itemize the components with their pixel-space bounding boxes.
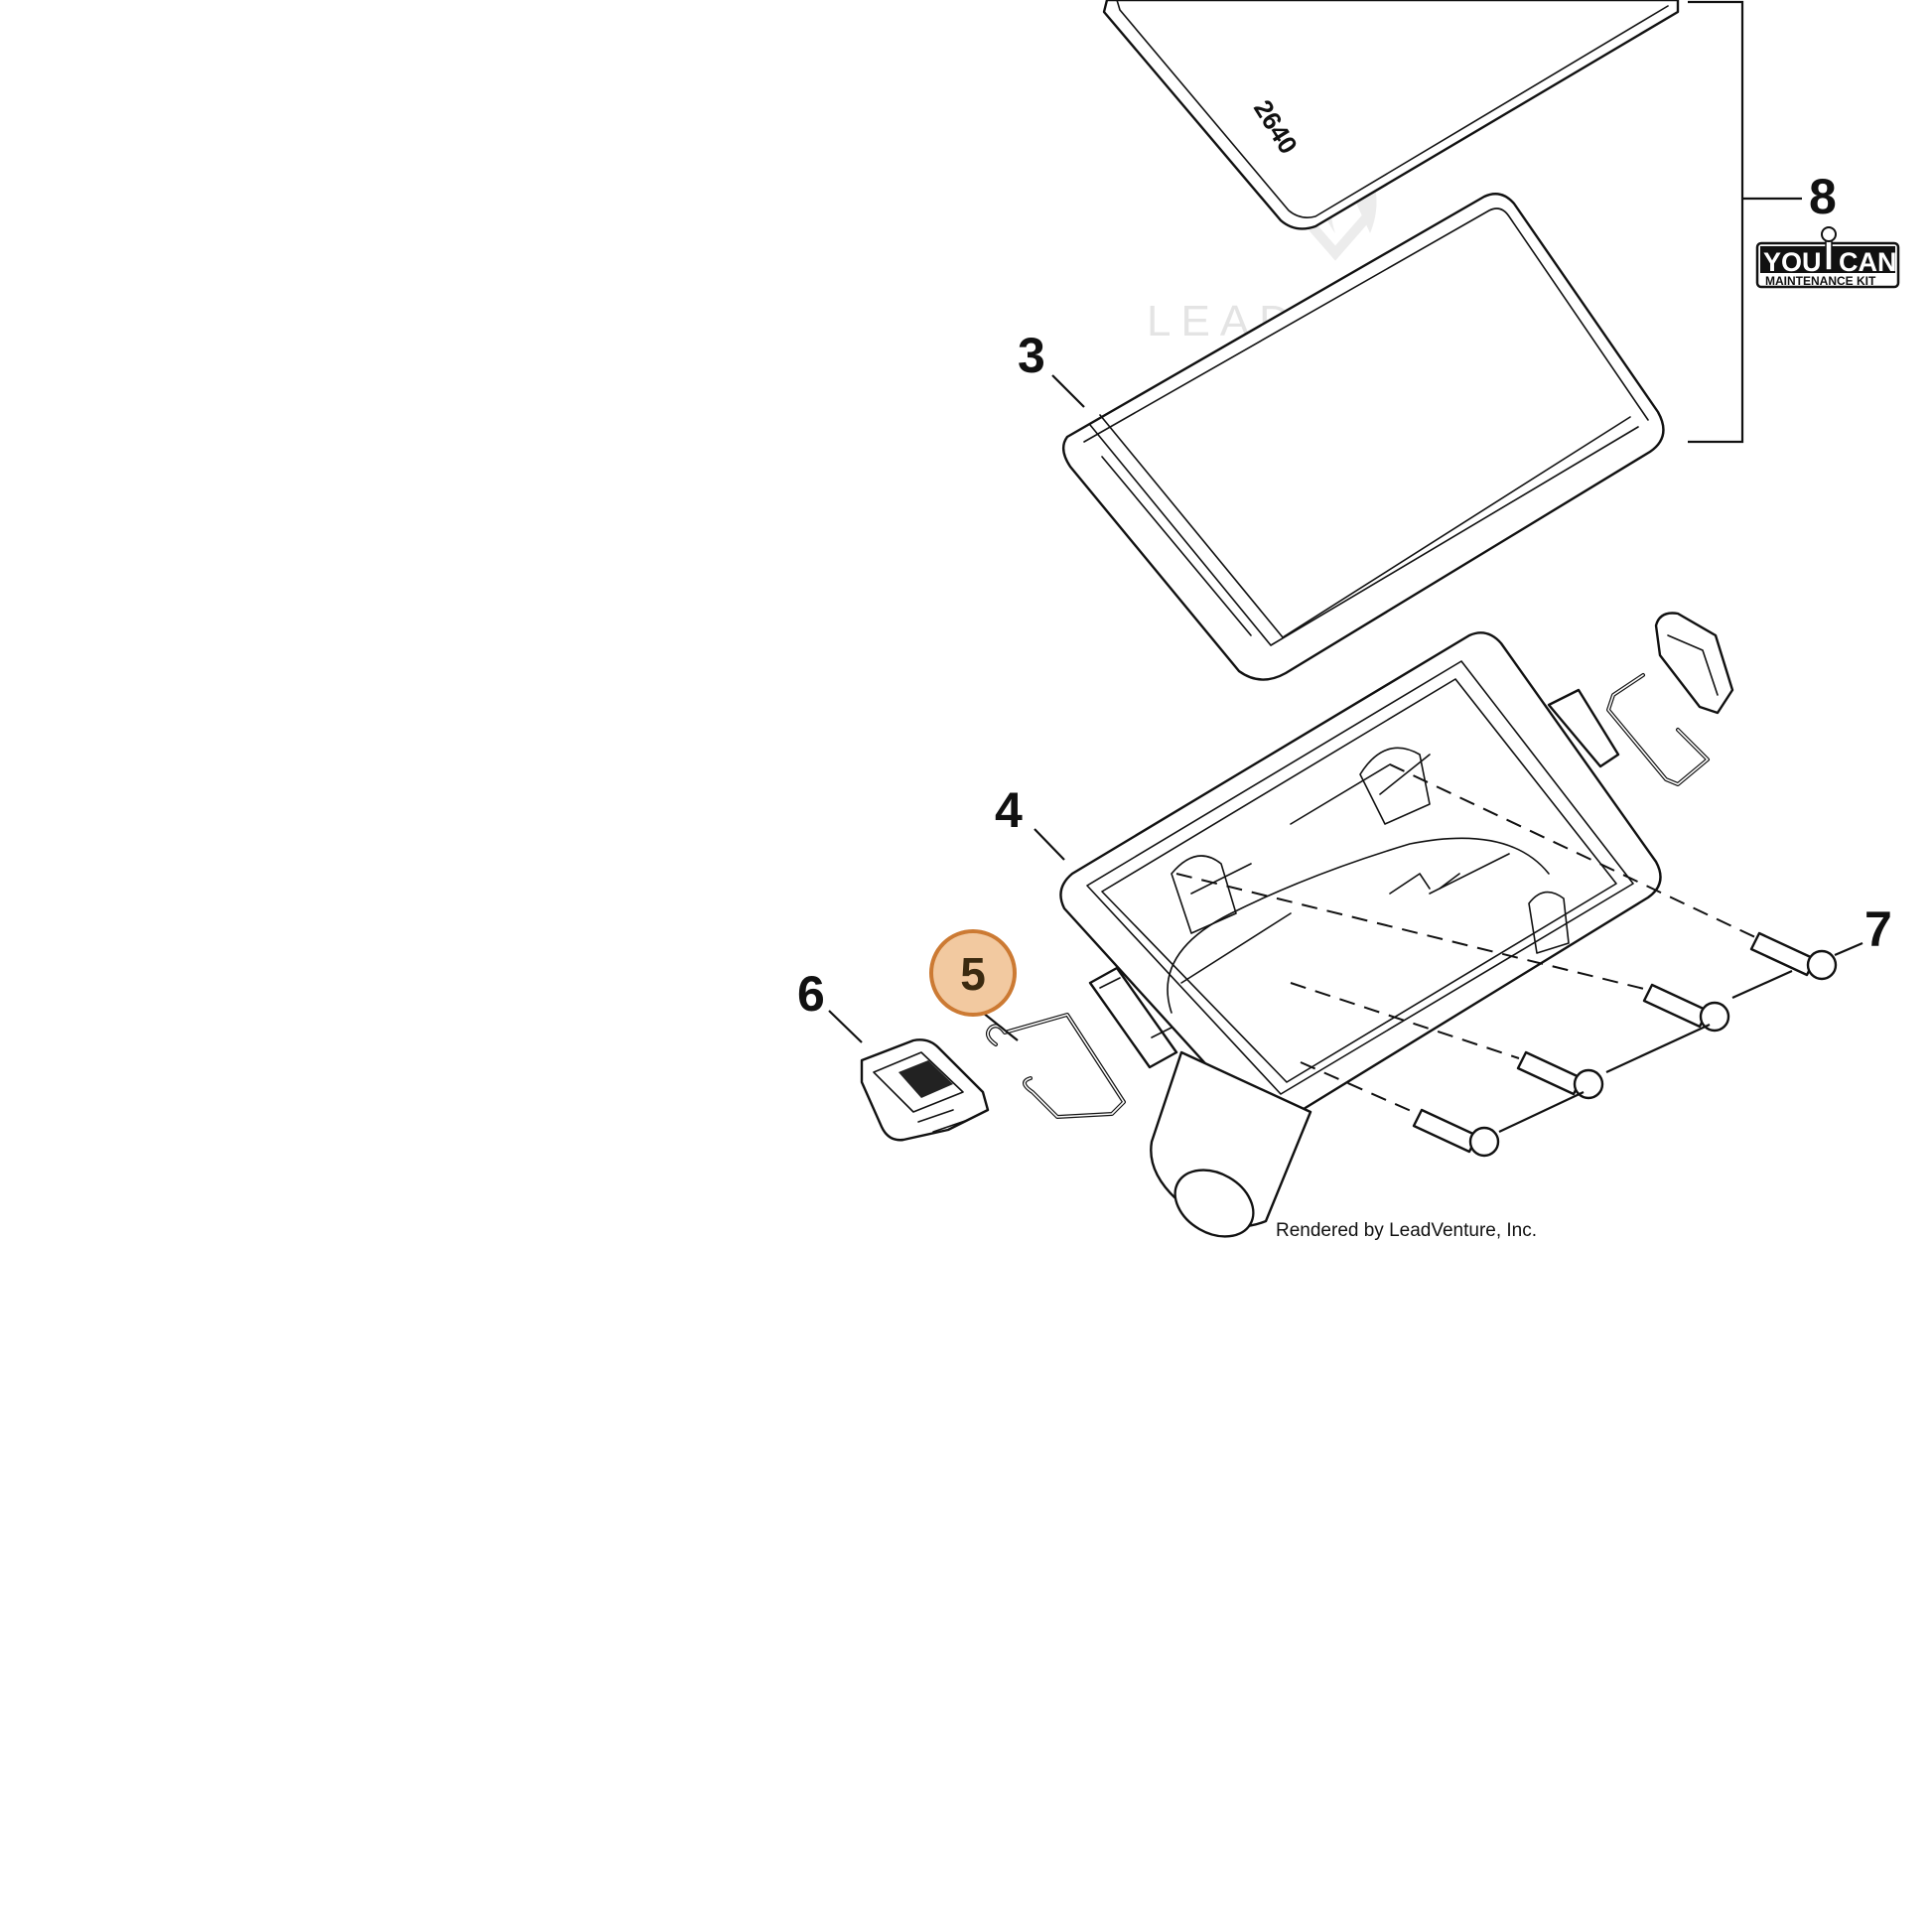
kit-word-left: YOU — [1763, 247, 1822, 277]
callout-6[interactable]: 6 — [797, 966, 825, 1022]
leader-lines — [828, 374, 1863, 1133]
callout-highlight-circle — [929, 929, 1017, 1017]
kit-bracket — [1688, 0, 1802, 444]
screw — [1749, 931, 1838, 981]
screw — [1642, 983, 1730, 1033]
part-filter[interactable] — [1062, 193, 1665, 681]
part-wire-clip-right[interactable] — [1606, 673, 1710, 786]
render-credit: Rendered by LeadVenture, Inc. — [1276, 1220, 1537, 1241]
kit-subtitle: MAINTENANCE KIT — [1765, 274, 1876, 288]
callout-5-highlight[interactable]: 5 — [929, 929, 1017, 1017]
part-wire-clip[interactable] — [985, 1013, 1126, 1119]
part-screws[interactable] — [1412, 931, 1838, 1158]
part-latch[interactable] — [860, 1038, 990, 1142]
part-air-cleaner-base[interactable] — [1059, 631, 1662, 1250]
screw — [1516, 1050, 1604, 1100]
callout-8[interactable]: 8 — [1809, 169, 1837, 224]
callout-7[interactable]: 7 — [1864, 901, 1892, 957]
callout-4[interactable]: 4 — [995, 782, 1023, 838]
assembly-lines — [1175, 763, 1758, 1115]
screw — [1412, 1108, 1500, 1158]
part-air-filter-element[interactable]: 2640 — [1102, 0, 1680, 230]
kit-word-right: CAN — [1839, 247, 1897, 277]
callouts: 3 4 5 6 7 8 — [797, 169, 1892, 1022]
callout-3[interactable]: 3 — [1018, 328, 1045, 383]
callout-5[interactable]: 5 — [960, 948, 986, 1000]
wrench-icon — [1821, 226, 1837, 271]
maintenance-kit-badge: YOU CAN MAINTENANCE KIT — [1755, 226, 1900, 289]
part-latch-right[interactable] — [1654, 612, 1734, 715]
